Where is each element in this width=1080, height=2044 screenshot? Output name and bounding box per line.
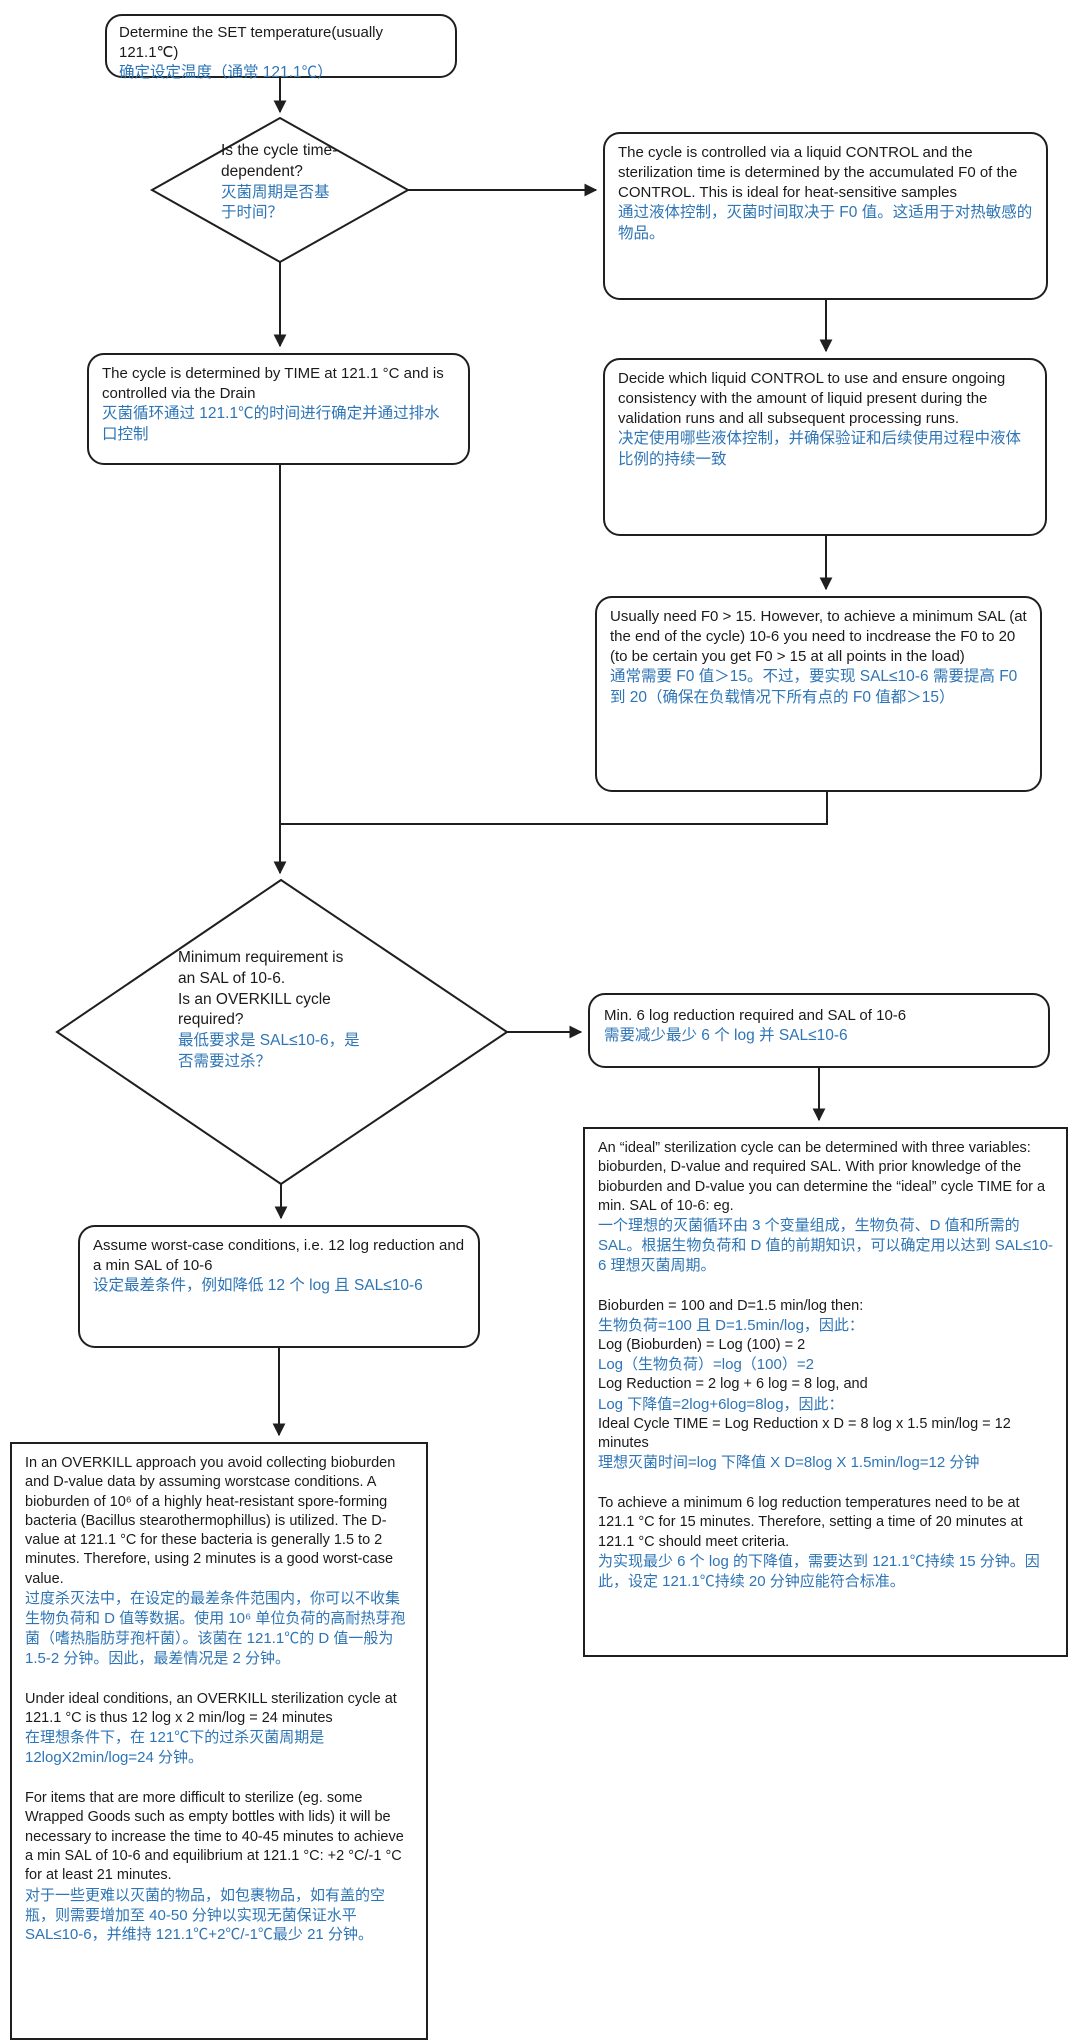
worst-case-en-text: Assume worst-case conditions, i.e. 12 lo… <box>93 1237 465 1275</box>
node-ideal-cycle: An “ideal” sterilization cycle can be de… <box>583 1127 1068 1657</box>
d2-cn-text: 最低要求是 SAL≤10-6，是否需要过杀？ <box>178 1032 360 1070</box>
ideal-para-9: Ideal Cycle TIME = Log Reduction x D = 8… <box>598 1415 1011 1451</box>
decision-diamond-overkill-required <box>55 878 509 1186</box>
ideal-para-2 <box>598 1276 1053 1297</box>
node-time-drain: The cycle is determined by TIME at 121.1… <box>87 353 470 465</box>
overkill-para-2 <box>25 1669 413 1690</box>
decision-diamond-time-dependent <box>149 116 411 264</box>
ideal-para-1: 一个理想的灭菌循环由 3 个变量组成，生物负荷、D 值和所需的 SAL。根据生物… <box>598 1217 1053 1274</box>
overkill-para-4: 在理想条件下，在 121℃下的过杀灭菌周期是 12logX2min/log=24… <box>25 1729 325 1767</box>
d2-overkill-label: Minimum requirement is an SAL of 10-6. I… <box>178 948 360 1073</box>
connector-f015-elbow <box>281 792 828 825</box>
worst-case-cn-text: 设定最差条件，例如降低 12 个 log 且 SAL≤10-6 <box>93 1277 423 1295</box>
ideal-para-4: 生物负荷=100 且 D=1.5min/log，因此： <box>598 1317 864 1335</box>
node-min-6-log: Min. 6 log reduction required and SAL of… <box>588 993 1050 1068</box>
d2-en-text-1: Minimum requirement is an SAL of 10-6. <box>178 949 344 987</box>
time-drain-en-text: The cycle is determined by TIME at 121.1… <box>102 365 444 403</box>
overkill-para-3: Under ideal conditions, an OVERKILL ster… <box>25 1690 397 1726</box>
ideal-para-13: 为实现最少 6 个 log 的下降值，需要达到 121.1℃持续 15 分钟。因… <box>598 1552 1040 1590</box>
f0-requirement-en-text: Usually need F0 > 15. However, to achiev… <box>610 608 1027 666</box>
decide-control-cn-text: 决定使用哪些液体控制，并确保验证和后续使用过程中液体比例的持续一致 <box>618 430 1022 469</box>
overkill-para-1: 过度杀灭法中，在设定的最差条件范围内，你可以不收集生物负荷和 D 值等数据。使用… <box>25 1589 406 1667</box>
node-worst-case: Assume worst-case conditions, i.e. 12 lo… <box>78 1225 480 1348</box>
ideal-para-0: An “ideal” sterilization cycle can be de… <box>598 1140 1046 1214</box>
d1-en-text: Is the cycle time-dependent? <box>221 142 338 180</box>
time-drain-cn-text: 灭菌循环通过 121.1℃的时间进行确定并通过排水口控制 <box>102 405 440 443</box>
node-overkill-approach: In an OVERKILL approach you avoid collec… <box>10 1442 428 2040</box>
d1-time-dependent-label: Is the cycle time-dependent? 灭菌周期是否基于时间？ <box>221 141 343 224</box>
ideal-para-11 <box>598 1473 1053 1494</box>
overkill-para-7: 对于一些更难以灭菌的物品，如包裹物品，如有盖的空瓶，则需要增加至 40-50 分… <box>25 1886 386 1944</box>
node-f0-requirement: Usually need F0 > 15. However, to achiev… <box>595 596 1042 792</box>
set-temperature-cn-text: 确定设定温度（通常 121.1℃） <box>119 64 333 82</box>
min-6-log-en-text: Min. 6 log reduction required and SAL of… <box>604 1007 907 1024</box>
ideal-para-12: To achieve a minimum 6 log reduction tem… <box>598 1495 1023 1550</box>
ideal-para-10: 理想灭菌时间=log 下降值 X D=8log X 1.5min/log=12 … <box>598 1454 980 1472</box>
d1-cn-text: 灭菌周期是否基于时间？ <box>221 183 330 222</box>
overkill-para-6: For items that are more difficult to ste… <box>25 1790 404 1884</box>
liquid-control-en-text: The cycle is controlled via a liquid CON… <box>618 144 1018 202</box>
overkill-para-5 <box>25 1768 413 1789</box>
node-set-temperature: Determine the SET temperature(usually 12… <box>105 14 457 81</box>
min-6-log-cn-text: 需要减少最少 6 个 log 并 SAL≤10-6 <box>604 1027 848 1045</box>
node-liquid-control: The cycle is controlled via a liquid CON… <box>603 132 1048 300</box>
set-temperature-en-text: Determine the SET temperature(usually 12… <box>119 24 384 62</box>
overkill-para-0: In an OVERKILL approach you avoid collec… <box>25 1455 396 1587</box>
decide-control-en-text: Decide which liquid CONTROL to use and e… <box>618 370 1006 428</box>
node-decide-control: Decide which liquid CONTROL to use and e… <box>603 358 1047 536</box>
ideal-para-5: Log (Bioburden) = Log (100) = 2 <box>598 1337 806 1354</box>
ideal-para-3: Bioburden = 100 and D=1.5 min/log then: <box>598 1297 864 1314</box>
f0-requirement-cn-text: 通常需要 F0 值＞15。不过，要实现 SAL≤10-6 需要提高 F0 到 2… <box>610 668 1018 707</box>
d2-en-text-2: Is an OVERKILL cycle required? <box>178 990 331 1029</box>
liquid-control-cn-text: 通过液体控制，灭菌时间取决于 F0 值。这适用于对热敏感的物品。 <box>618 204 1033 243</box>
ideal-para-8: Log 下降值=2log+6log=8log，因此： <box>598 1395 844 1413</box>
ideal-para-7: Log Reduction = 2 log + 6 log = 8 log, a… <box>598 1376 868 1393</box>
ideal-para-6: Log（生物负荷）=log（100）=2 <box>598 1356 814 1374</box>
